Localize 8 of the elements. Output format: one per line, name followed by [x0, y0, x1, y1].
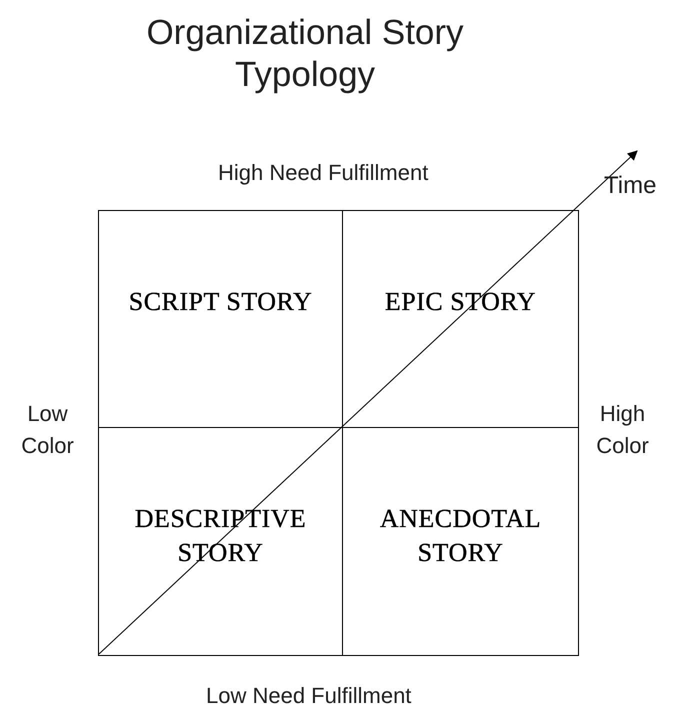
- axis-label: Low Need Fulfillment: [206, 683, 412, 708]
- quadrant: SCRIPT STORY: [98, 210, 343, 428]
- axis-label: Time: [604, 172, 656, 200]
- quadrant: ANECDOTAL STORY: [342, 427, 579, 656]
- axis-label: High Need Fulfillment: [218, 160, 428, 186]
- title: Organizational Story Typology: [145, 12, 465, 96]
- axis-label: High Color: [595, 400, 650, 460]
- axis-label: Low Color: [20, 400, 75, 460]
